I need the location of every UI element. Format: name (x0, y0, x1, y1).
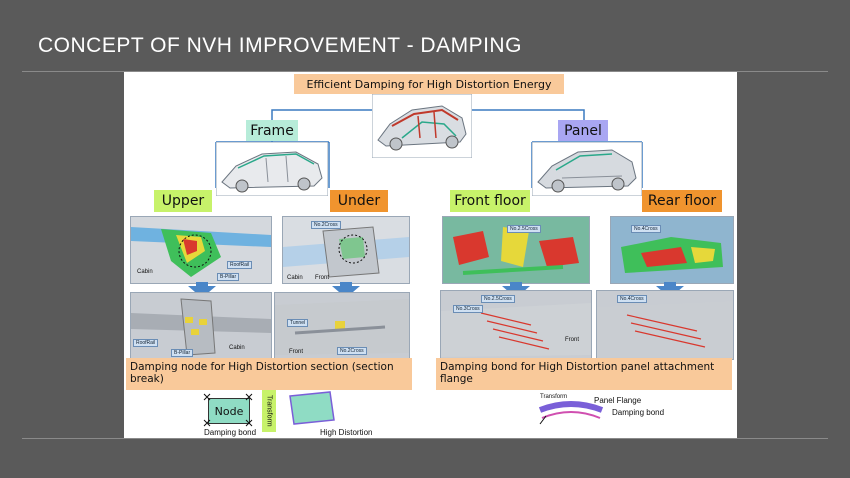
distorted-node-shape (289, 391, 335, 425)
front-bottom-tag-no25cross: No.2.5Cross (481, 295, 515, 303)
under-bottom-tag-no2cross: No.2Cross (337, 347, 367, 355)
upper-bottom-label-cabin: Cabin (229, 345, 245, 351)
rear-top-tag-no4cross: No.4Cross (631, 225, 661, 233)
upper-box: Upper (154, 190, 212, 212)
front-top-image: No.2.5Cross (442, 216, 590, 284)
upper-bottom-tag-roofrail: RoofRail (133, 339, 159, 347)
under-top-label-cabin: Cabin (287, 275, 303, 281)
front-top-tag-no25cross: No.2.5Cross (507, 225, 541, 233)
damping-bond-left-label: Damping bond (204, 428, 257, 437)
under-box: Under (330, 190, 388, 212)
front-bottom-tag-no3cross: No.3Cross (453, 305, 483, 313)
node-corner-marks (203, 393, 253, 427)
under-bottom-tag-tunnel: Tunnel (287, 319, 309, 327)
rear-bond-diagram (597, 301, 733, 357)
upper-top-tag-roofrail: RoofRail (227, 261, 253, 269)
upper-bottom-tag-bpillar: B-Pillar (171, 349, 194, 357)
upper-stress-map (131, 227, 271, 277)
upper-top-tag-bpillar: B-Pillar (217, 273, 240, 281)
rear-stress-map (611, 217, 733, 283)
rear-bottom-tag-no4cross: No.4Cross (617, 295, 647, 303)
transform-right-label: Transform (540, 394, 568, 400)
under-top-label-front: Front (315, 275, 330, 281)
rear-floor-box: Rear floor (642, 190, 722, 212)
rear-bottom-image: No.4Cross (596, 290, 734, 360)
upper-top-image: RoofRail B-Pillar Cabin (130, 216, 272, 284)
front-bottom-label-front: Front (565, 337, 580, 343)
under-bottom-label-front: Front (289, 349, 304, 355)
under-arrow-stem (340, 282, 352, 288)
rear-top-image: No.4Cross (610, 216, 734, 284)
panel-car-image (532, 142, 642, 196)
top-banner: Efficient Damping for High Distortion En… (294, 74, 564, 94)
under-stress-map (283, 226, 409, 278)
full-car-image (372, 94, 472, 158)
upper-top-label-cabin: Cabin (137, 269, 153, 275)
front-floor-box: Front floor (450, 190, 530, 212)
slide-title: CONCEPT OF NVH IMPROVEMENT - DAMPING (38, 34, 522, 57)
frame-box: Frame (246, 120, 298, 141)
under-bottom-image: Tunnel Front No.2Cross (274, 292, 410, 360)
under-top-tag-no2cross: No.2Cross (311, 221, 341, 229)
front-bottom-image: No.2.5Cross No.3Cross Front (440, 290, 592, 360)
damping-bond-right-label: Damping bond (612, 408, 665, 417)
under-node-diagram (275, 299, 409, 355)
node-box: Node (208, 398, 250, 424)
rear-arrow-stem (664, 282, 676, 288)
panel-box: Panel (558, 120, 608, 141)
bottom-rule (22, 438, 828, 439)
high-distortion-label: High Distortion (320, 428, 373, 437)
frame-car-image (216, 142, 328, 196)
upper-bottom-image: RoofRail B-Pillar Cabin (130, 292, 272, 360)
diagram-panel: Efficient Damping for High Distortion En… (124, 72, 737, 438)
bond-note: Damping bond for High Distortion panel a… (436, 358, 732, 390)
transform-left-label: Transform (262, 390, 276, 432)
panel-flange-label: Panel Flange (594, 396, 642, 405)
flange-diagram (538, 401, 604, 425)
transform-left-text: Transform (265, 395, 273, 427)
node-note: Damping node for High Distortion section… (126, 358, 412, 390)
under-top-image: No.2Cross Cabin Front (282, 216, 410, 284)
upper-arrow-stem (196, 282, 208, 288)
upper-node-diagram (131, 298, 271, 356)
front-arrow-stem (510, 282, 522, 288)
front-bond-diagram (441, 303, 591, 357)
title-underline (22, 71, 828, 72)
